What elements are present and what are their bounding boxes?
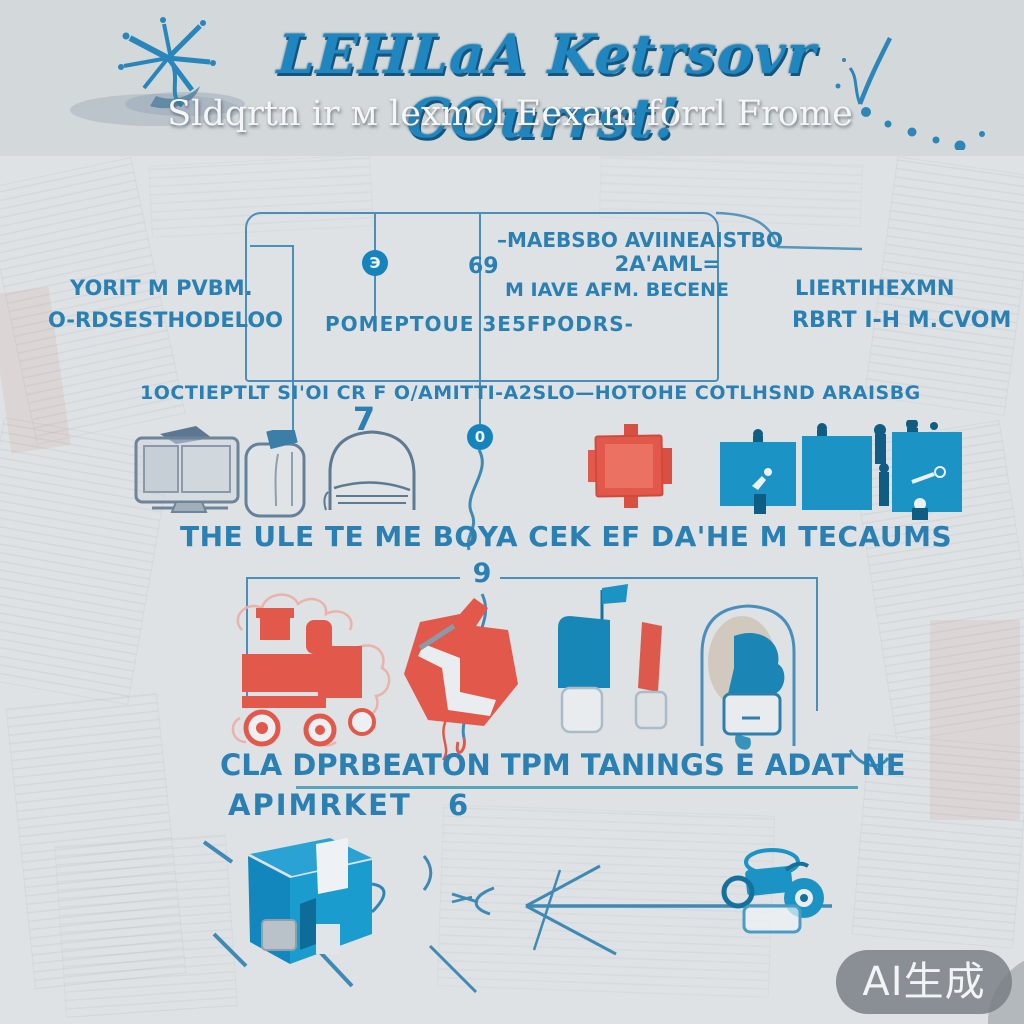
stub-line xyxy=(250,245,294,247)
panel-blue-icon xyxy=(720,429,796,514)
marker-flags-icon xyxy=(558,584,668,734)
bracket-left-vertical xyxy=(246,577,248,707)
heading-2: THE ULE TE ME BOYA CEK EF DA'HE M TECAUM… xyxy=(180,520,953,553)
head-frame-icon xyxy=(700,604,796,750)
canister-icon xyxy=(244,430,306,518)
bracket-right-horizontal xyxy=(500,577,818,579)
caption-3-underline xyxy=(296,786,858,789)
box-line3: POMEPTOUE 3E5FPODRS- xyxy=(325,312,634,336)
top-box-outline xyxy=(245,212,719,382)
step-6: 6 xyxy=(448,788,469,822)
step-7: 7 xyxy=(352,400,376,438)
caption-1: 1OCTIEPTLT SI'OI CR F O/AMITTI-A2SLO—HOT… xyxy=(140,382,921,404)
right-note-line2: RBRT I-H M.CVOM xyxy=(792,308,1012,333)
right-note-line1: LIERTIHEXMN xyxy=(795,276,955,300)
paper-texture xyxy=(930,620,1020,820)
left-note-line1: YORIT M PVBM. xyxy=(70,276,253,300)
dome-icon xyxy=(323,430,416,511)
caption-3: CLA DPRBEATON TPM TANINGS E ADAT NE xyxy=(220,748,906,782)
count-label: 69 xyxy=(468,254,499,279)
ai-watermark-badge: AI生成 xyxy=(836,950,1012,1014)
box-line2: M IAVE AFM. BECENE xyxy=(505,279,729,301)
code-label: 2A'AML= xyxy=(614,252,720,276)
node-circle: 0 xyxy=(467,424,493,450)
train-red-icon xyxy=(231,593,391,747)
crate-red-icon xyxy=(588,424,672,508)
left-note-line2: O-RDSESTHODELOO xyxy=(48,308,284,332)
divider-line xyxy=(479,378,481,424)
quill-dots-decoration xyxy=(835,36,985,150)
splatter-decoration xyxy=(70,17,245,126)
scooter-icon xyxy=(721,848,824,934)
divider-line xyxy=(292,245,294,433)
package-box-icon xyxy=(248,838,386,964)
bracket-left-horizontal xyxy=(246,577,460,579)
badge-8: Э xyxy=(362,250,388,276)
caption-3b: APIMRKET xyxy=(228,788,412,822)
monitor-sketch-icon xyxy=(134,426,240,513)
box-center-label: –MAEBSBO AVIINEAISTBO xyxy=(497,228,783,252)
bracket-right-vertical xyxy=(816,577,818,711)
page-subtitle: Sldqrtn ir м lexmcl Eexam forrl Frome xyxy=(167,94,853,134)
divider-line xyxy=(479,212,481,378)
hexagon-badge-icon xyxy=(404,598,518,726)
step-9: 9 xyxy=(472,558,492,589)
panel-pair-blue-icon xyxy=(802,420,962,520)
